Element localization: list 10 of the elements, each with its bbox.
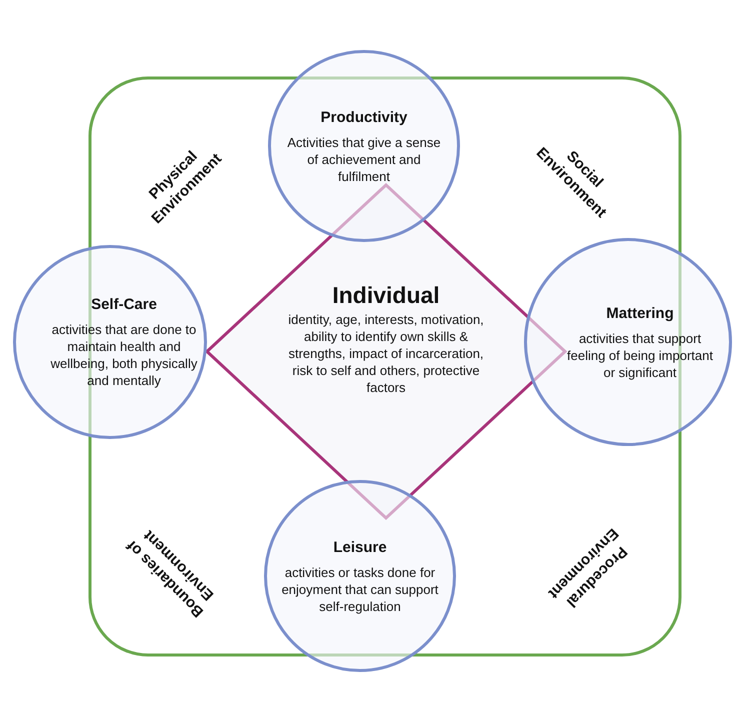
- node-description: activities or tasks done for enjoyment that can support self-regulation: [280, 564, 440, 614]
- node-title: Self-Care: [91, 295, 157, 315]
- node-title: Mattering: [606, 304, 674, 324]
- node-title: Productivity: [320, 108, 408, 128]
- node-description: activities that are done to maintain health and wellbeing, both physically and mentally: [50, 321, 198, 389]
- node-title: Individual: [332, 281, 440, 309]
- node-description: identity, age, interests, motivation, ability to identify own skills & strengths, impact of incarceration, risk to self and others, protective factors: [288, 311, 484, 396]
- node-title: Leisure: [333, 538, 387, 558]
- node-description: Activities that give a sense of achievement and fulfilment: [286, 134, 442, 184]
- node-description: activities that support feeling of being important or significant: [566, 330, 714, 380]
